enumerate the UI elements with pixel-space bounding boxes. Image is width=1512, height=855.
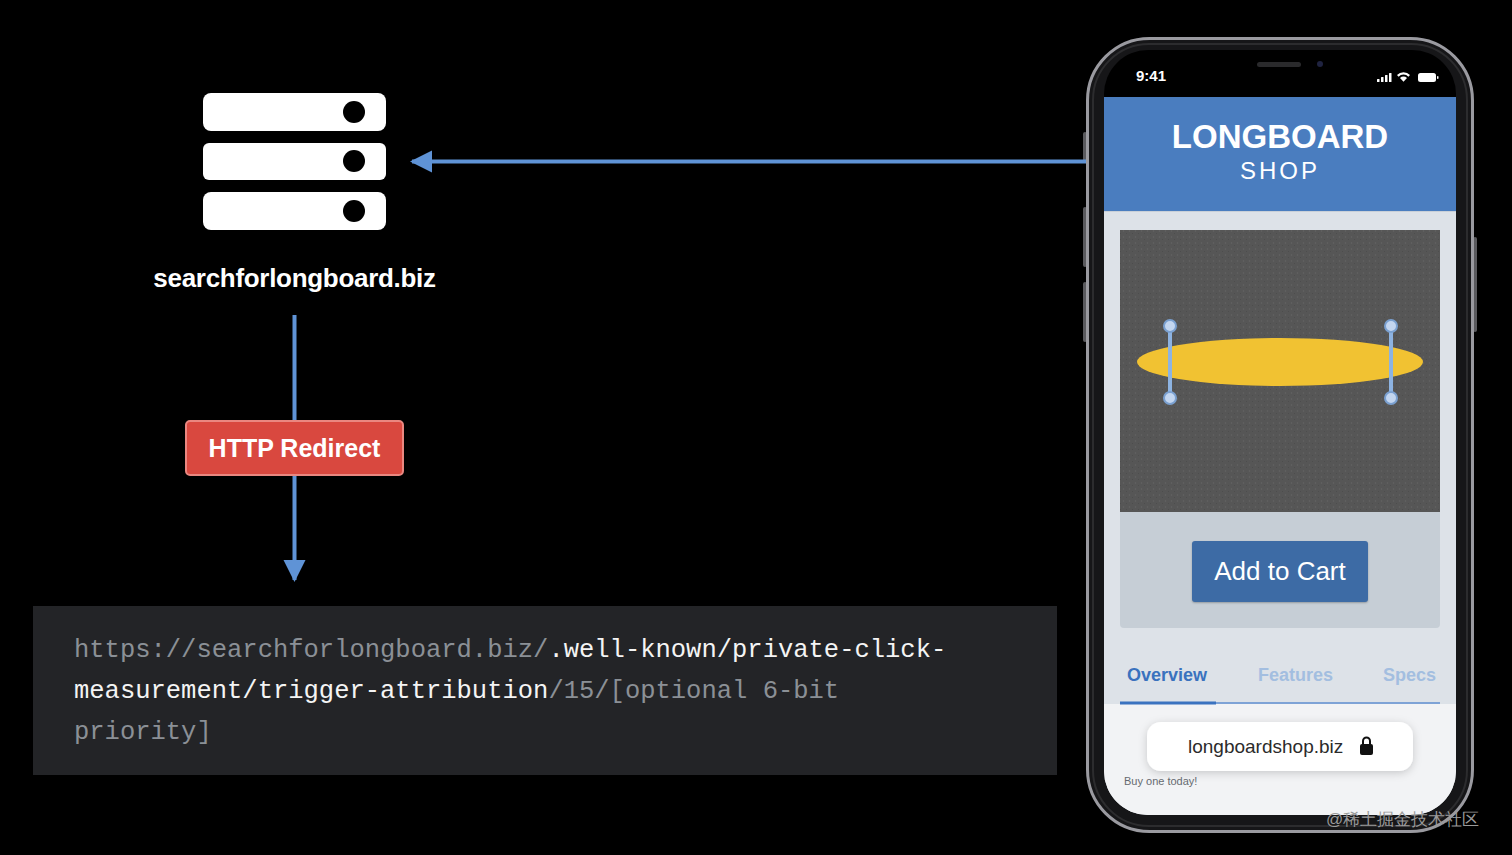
body-text: Buy one today!	[1124, 775, 1197, 787]
cart-button: Add to Cart	[1192, 541, 1368, 602]
node-text: 9:41	[1136, 67, 1166, 84]
node-text: Add to Cart	[1214, 556, 1346, 587]
edge-label-box: HTTP Redirect	[185, 420, 405, 476]
node-text: SHOP	[1240, 156, 1320, 186]
node-text: https://searchforlongboard.biz/	[74, 636, 548, 665]
watermark: @稀土掘金技术社区	[1326, 808, 1479, 831]
url-bar	[1147, 722, 1413, 771]
speaker	[1257, 62, 1301, 67]
product-image	[1120, 230, 1440, 512]
server-icon	[203, 93, 386, 230]
status-icons	[1377, 72, 1439, 82]
address-bar: longboardshop.biz	[1147, 722, 1413, 771]
product-card	[1120, 230, 1440, 628]
tab-label: Overview	[1127, 665, 1207, 686]
tab-label: Features	[1258, 665, 1333, 686]
url-code-box: https://searchforlongboard.biz/.well-kno…	[33, 606, 1057, 775]
tab-label: Specs	[1383, 665, 1436, 686]
server-node: searchforlongboard.biz	[203, 93, 386, 230]
lock-icon	[1360, 738, 1373, 755]
longboard-picture	[1137, 320, 1423, 404]
tab-underline	[1120, 702, 1440, 704]
node-text: searchforlongboard.biz	[153, 263, 435, 294]
shop-header: LONGBOARDSHOP	[1104, 97, 1456, 211]
node-text: longboardshop.biz	[1188, 736, 1343, 758]
phone-screen	[1104, 50, 1456, 815]
phone-body	[1088, 39, 1473, 832]
node-text: LONGBOARD	[1172, 118, 1388, 156]
phone-screen-node: 9:41LONGBOARDSHOP Add to Cart longboardsho…	[1086, 37, 1474, 833]
arrow-connector	[412, 160, 1086, 164]
